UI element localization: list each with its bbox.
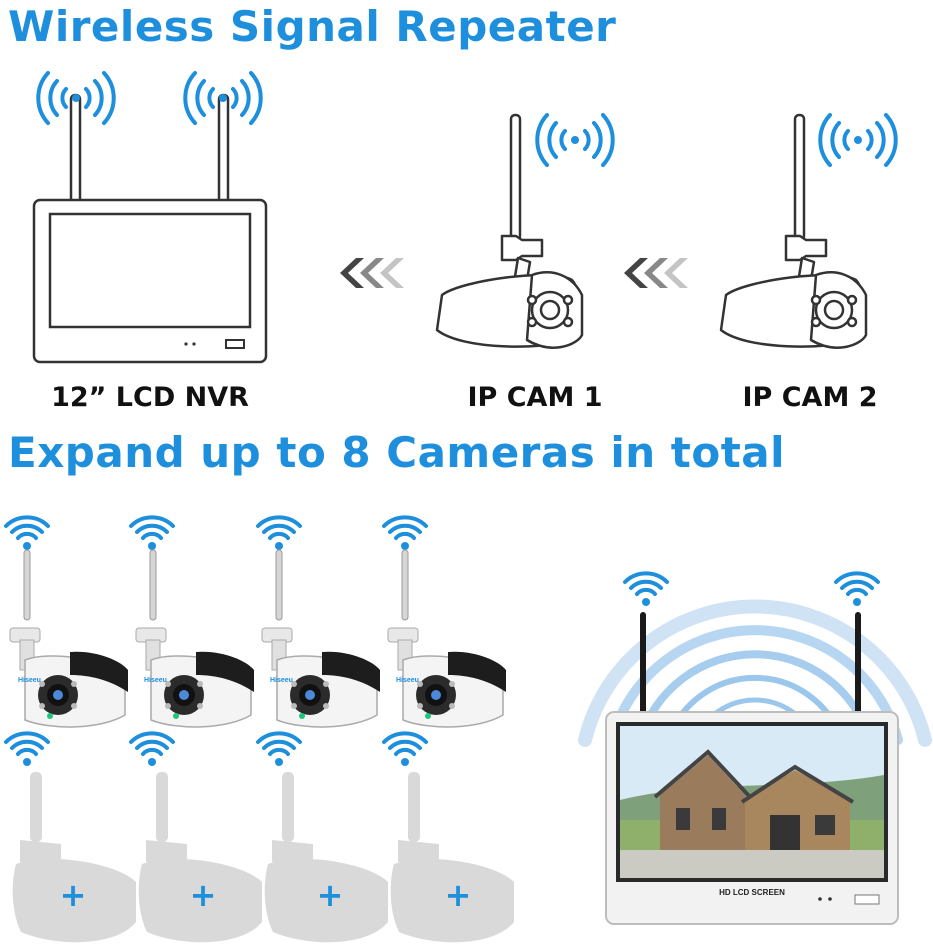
screen-label: HD LCD SCREEN (719, 888, 785, 897)
caption-ip-cam-1: IP CAM 1 (467, 382, 603, 413)
wifi-signal-icon (256, 515, 302, 552)
chevron-arrows-icon (340, 258, 404, 288)
placeholder-camera (264, 772, 388, 943)
camera-unit (9, 549, 129, 728)
wifi-signal-icon (818, 113, 898, 167)
plus-icon: + (190, 876, 217, 914)
wifi-signal-icon (623, 571, 669, 608)
title-expand-cameras: Expand up to 8 Cameras in total (8, 428, 786, 477)
camera-unit (261, 549, 381, 728)
wifi-signal-icon (382, 515, 428, 552)
hd-lcd-monitor: HD LCD SCREEN (605, 612, 899, 925)
plus-icon: + (445, 876, 472, 914)
wifi-signal-icon (256, 731, 302, 768)
chevron-arrows-icon (624, 258, 688, 288)
nvr-monitor (32, 93, 268, 364)
ip-cam-2 (719, 113, 868, 349)
camera-unit (387, 549, 507, 728)
wifi-signal-icon (129, 731, 175, 768)
title-wireless-signal-repeater: Wireless Signal Repeater (8, 2, 617, 51)
placeholder-camera (12, 772, 136, 943)
wifi-signal-icon (4, 731, 50, 768)
placeholder-camera (390, 772, 514, 943)
placeholder-camera (138, 772, 262, 943)
wifi-signal-icon (129, 515, 175, 552)
camera-unit (135, 549, 255, 728)
wifi-signal-icon (4, 515, 50, 552)
wifi-signal-icon (535, 113, 615, 167)
plus-icon: + (317, 876, 344, 914)
ip-cam-1 (435, 113, 584, 349)
wifi-signal-icon (382, 731, 428, 768)
caption-ip-cam-2: IP CAM 2 (742, 382, 878, 413)
wifi-signal-icon (834, 571, 880, 608)
caption-nvr: 12” LCD NVR (51, 382, 249, 413)
plus-icon: + (60, 876, 87, 914)
